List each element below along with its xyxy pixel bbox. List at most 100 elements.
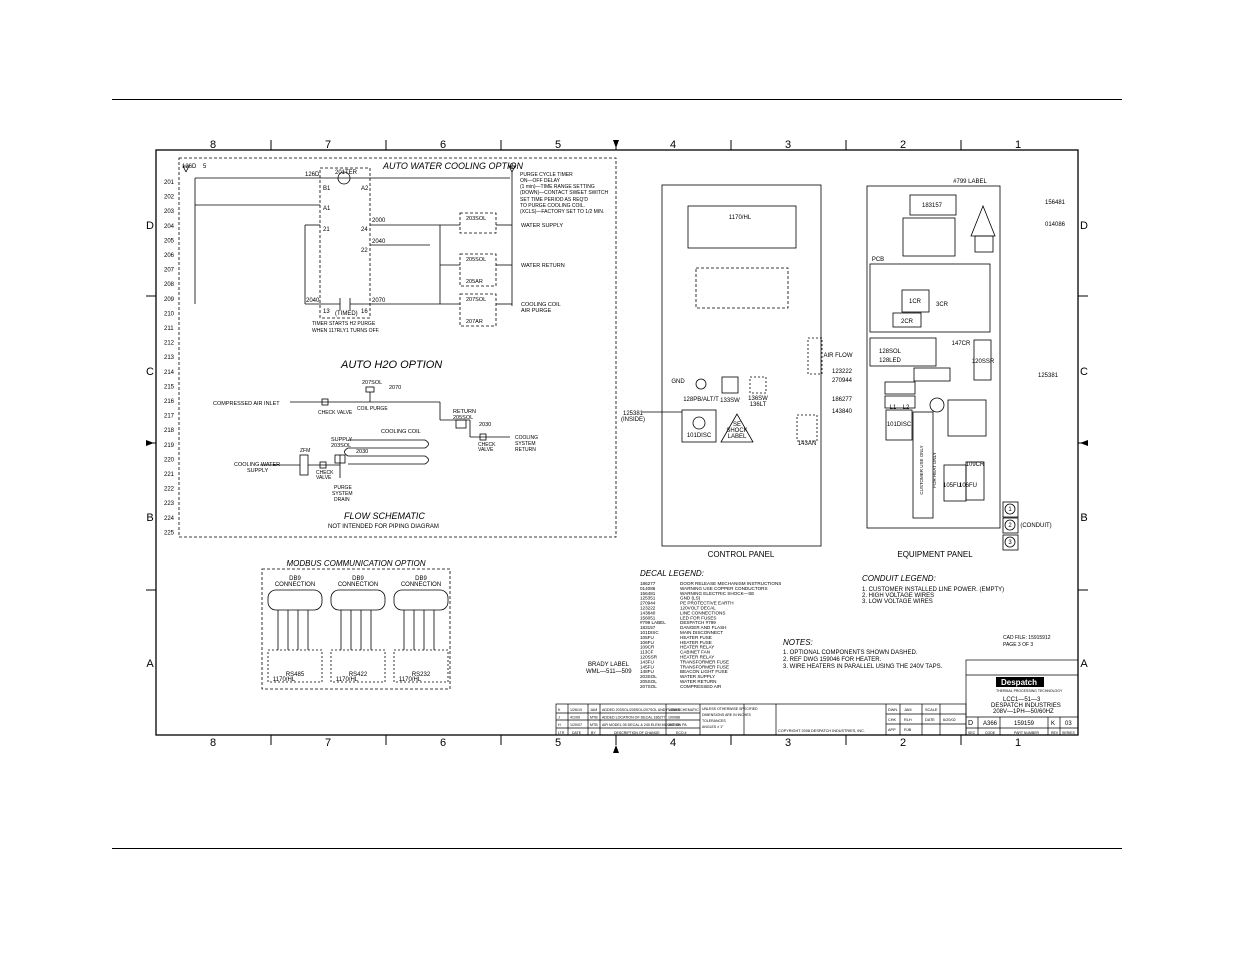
zone-row-a-right: A (1080, 658, 1088, 670)
top-rule (112, 99, 1122, 100)
cooling-coil-purge-2: AIR PURGE (521, 308, 552, 314)
zone-row-c: C (146, 366, 154, 378)
equip-128led: 128LED (879, 358, 901, 364)
page-info: PAGE 3 OF 3 (1003, 642, 1033, 648)
cooling-system-return-3: RETURN (515, 447, 536, 453)
line-number: 215 (164, 384, 175, 390)
purge-drain-1: PURGE (334, 485, 352, 491)
terminal-a1: A1 (323, 206, 331, 212)
tb-label-sec: SEC (968, 731, 976, 735)
decal-desc: HEATER FUSE (680, 635, 712, 640)
zone-col-5: 5 (555, 139, 561, 151)
revision-cell: H (558, 723, 561, 727)
line-number: 223 (164, 501, 175, 507)
equip-conduit-3: 3 (1008, 540, 1012, 546)
panel-id-125381: 125381 (623, 411, 644, 417)
purge-note-4: (DOWN)—CONTACT SWEET SWITCH (520, 190, 608, 196)
control-panel-drawing (642, 184, 823, 547)
terminal-b1: B1 (323, 186, 331, 192)
compressed-air-inlet: COMPRESSED AIR INLET (213, 401, 280, 407)
db9-3-label: DB9 (415, 576, 427, 582)
line-number: 217 (164, 414, 175, 420)
timer-id: 201TER (335, 170, 358, 176)
rs232-label: RS232 (412, 672, 431, 678)
check-value: RLH (904, 718, 912, 722)
panel-id-label: LABEL (728, 434, 747, 440)
wire-2040-a: 2040 (372, 239, 386, 245)
copyright: COPYRIGHT 2008 DESPATCH INDUSTRIES, INC. (778, 729, 865, 733)
title-block (555, 659, 1079, 736)
panel-id-gnd: GND (671, 379, 685, 385)
cooling-system-return-1: COOLING (515, 435, 538, 441)
auto-h2o-title: AUTO H2O OPTION (340, 359, 442, 371)
cad-file: CAD FILE: 15915912 (1003, 635, 1051, 641)
cooling-option-box (178, 157, 617, 538)
controller-label: 1170/HL (729, 215, 752, 221)
equip-156481: 156481 (1045, 200, 1066, 206)
line-number: 211 (164, 326, 174, 332)
hdr-by: BY (591, 731, 596, 735)
cooling-coil-label: COOLING COIL (381, 429, 421, 435)
supply-sol: 203SOL (331, 443, 351, 449)
line-number: 220 (164, 457, 175, 463)
panel-id-133sw: 133SW (720, 398, 740, 404)
auto-water-title: AUTO WATER COOLING OPTION (382, 161, 524, 171)
zone-row-a: A (146, 658, 154, 670)
purge-note-5: SET TIME PERIOD AS REQ'D (520, 197, 588, 203)
decal-id: 014086 (640, 586, 656, 591)
conduit-item-2: 2. HIGH VOLTAGE WIRES (862, 593, 934, 599)
decal-desc: COMPRESSED AIR (680, 684, 722, 689)
line-number: 207 (164, 268, 175, 274)
modbus-title: MODBUS COMMUNICATION OPTION (287, 559, 426, 568)
decal-id: 143FU (640, 659, 654, 664)
decal-id: 123222 (640, 606, 656, 611)
timer-note-1: TIMER STARTS H2 PURGE (312, 321, 376, 327)
rs422-model: 1170/HL (336, 677, 359, 683)
line-number: 222 (164, 487, 175, 493)
decal-id: 109CR (640, 645, 655, 650)
decal-id: 125351 (640, 596, 656, 601)
valve-205ar: 205AR (466, 279, 483, 285)
timer-timed: (TIMED) (335, 311, 358, 317)
return-wire: 2030 (479, 422, 491, 428)
dwg-b: 159159 (1014, 721, 1035, 727)
decal-desc: DESPATCH #799 (680, 620, 716, 625)
tb-label-series: SERIES (1062, 731, 1076, 735)
company-name: DESPATCH INDUSTRIES (991, 703, 1061, 709)
line-number: 216 (164, 399, 175, 405)
equipment-panel-title: EQUIPMENT PANEL (897, 550, 973, 559)
wire-2: 2 (510, 164, 514, 170)
equip-120ssr: 120SSR (972, 359, 995, 365)
tb-label-code: CODE (985, 731, 996, 735)
revision-cell: MTB (590, 723, 598, 727)
wire-2040-b: 2040 (306, 298, 320, 304)
model-number: LCC1—51—3 (1003, 697, 1041, 703)
revision-cell: 100088 (668, 708, 680, 712)
equip-conduit-2: 2 (1008, 523, 1012, 529)
check-label: CHK (888, 718, 896, 722)
db9-1-label: DB9 (289, 576, 301, 582)
revision-cell: ADDED LOCATION OF DECAL 186277 (602, 716, 666, 720)
zone-col-2-bottom: 2 (900, 737, 906, 749)
control-panel-title: CONTROL PANEL (708, 550, 775, 559)
line-number: 203 (164, 209, 175, 215)
zone-ticks (146, 140, 1088, 745)
decal-id: 207SOL (640, 684, 657, 689)
tol-3: TOLERANCES (702, 719, 726, 723)
zone-col-6-bottom: 6 (440, 737, 446, 749)
panel-id-128pb: 128PB/ALT/T (683, 397, 719, 403)
equip-1cr: 1CR (909, 299, 922, 305)
equip-l2: L2 (903, 405, 910, 411)
decal-desc: WATER SUPPLY (680, 674, 715, 679)
line-number: 219 (164, 443, 175, 449)
rev-b: 03 (1065, 721, 1072, 727)
auto-water-cooling-section (182, 165, 516, 327)
decal-id: 156051 (640, 615, 656, 620)
auto-h2o-section (260, 386, 510, 478)
terminal-22: 22 (361, 248, 368, 254)
decal-desc: WARNING USE COPPER CONDUCTORS (680, 586, 768, 591)
zone-row-b: B (146, 512, 153, 524)
supply-wire: 2030 (356, 449, 368, 455)
terminal-a2: A2 (361, 186, 369, 192)
dwg-size: D (968, 720, 973, 727)
